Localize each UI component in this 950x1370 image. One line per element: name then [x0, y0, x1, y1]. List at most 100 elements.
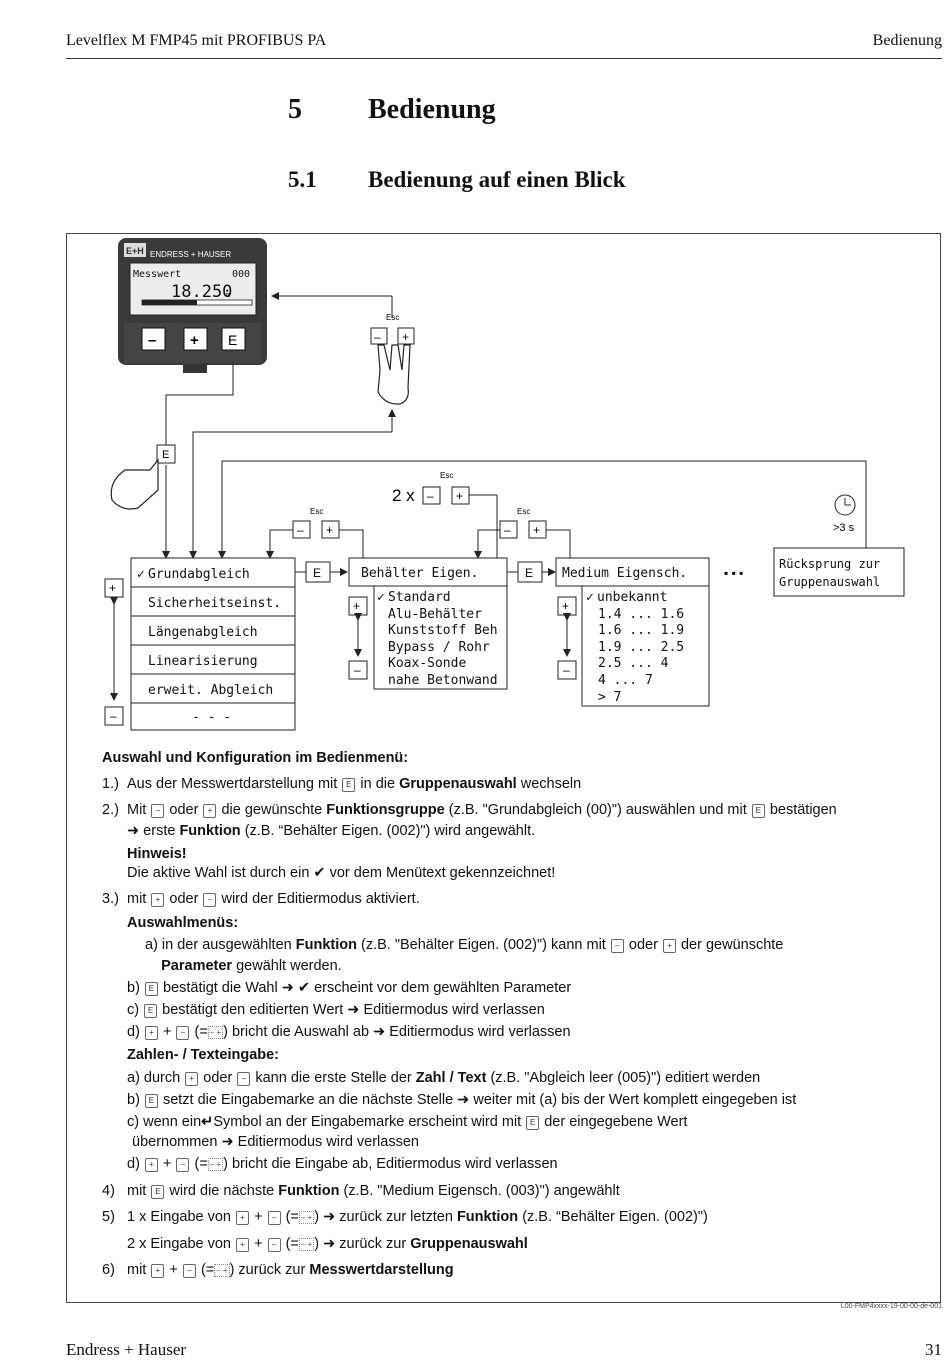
- text-fragment: +: [185, 1072, 199, 1086]
- group-item-linearisierung: Linearisierung: [148, 654, 258, 669]
- medium-key-plus: +: [562, 599, 569, 613]
- text-fragment: in die: [360, 776, 396, 792]
- text-fragment: +: [151, 1264, 165, 1278]
- figure-frame: [66, 233, 941, 1303]
- text-fragment: ) zurück zur: [229, 1262, 306, 1278]
- figure-id: L00-FMP4xxxx-19-00-00-de-001: [840, 1303, 942, 1310]
- text-fragment: (z.B. "Grundabgleich (00)") auswählen un…: [448, 802, 747, 818]
- text-fragment: mit: [126, 891, 147, 907]
- text-fragment: c) wenn ein: [127, 1114, 202, 1130]
- text-fragment: ) bricht die Eingabe ab, Editiermodus wi…: [223, 1156, 558, 1172]
- key-plus-icon: +: [662, 939, 676, 953]
- text-fragment: +: [236, 1211, 250, 1225]
- medium-check: ✓: [586, 590, 594, 605]
- text-fragment: +: [254, 1236, 263, 1252]
- text-fragment: Funktion: [456, 1209, 519, 1225]
- text-fragment: bestätigt die Wahl ➜ ✔ erscheint vor dem…: [162, 980, 572, 996]
- device-key-minus: –: [148, 332, 156, 349]
- text-fragment: Zahl / Text: [415, 1070, 487, 1086]
- text-fragment: b): [127, 980, 140, 996]
- text-fragment: 1.): [102, 776, 119, 792]
- esc-label-2x: Esc: [440, 471, 453, 480]
- text-fragment: übernommen ➜ Editiermodus wird verlassen: [132, 1134, 419, 1150]
- function-title: Behälter Eigen.: [361, 566, 478, 581]
- operation-diagram: E+H ENDRESS + HAUSER Messwert 000 18.250…: [104, 238, 905, 731]
- function-key-plus: +: [353, 599, 360, 613]
- text-fragment: Funktion: [295, 937, 357, 953]
- device-key-e: E: [228, 332, 237, 348]
- text-fragment: (=: [194, 1024, 208, 1040]
- timeout-label: >3 s: [833, 522, 855, 534]
- medium-title: Medium Eigensch.: [562, 566, 687, 581]
- group-menu: ✓ Grundabgleich Sicherheitseinst. Längen…: [130, 557, 296, 731]
- display-unit: m: [226, 291, 230, 299]
- text-fragment: d): [127, 1024, 140, 1040]
- key-e-icon: E: [342, 778, 356, 792]
- text-fragment: (=: [200, 1262, 215, 1278]
- text-fragment: wird die nächste: [169, 1183, 275, 1199]
- function-option-2: Kunststoff Beh: [388, 623, 498, 638]
- text-fragment: Gruppenauswahl: [410, 1236, 528, 1252]
- text-fragment: +: [162, 1156, 172, 1172]
- text-fragment: E: [151, 1185, 165, 1199]
- text-fragment: (z.B. "Behälter Eigen. (002)") kann mit: [361, 937, 606, 953]
- hinweis: Hinweis!: [127, 846, 187, 862]
- group-item-sicherheit: Sicherheitseinst.: [148, 596, 281, 611]
- footer-company: Endress + Hauser: [66, 1340, 187, 1359]
- key-minus-icon: –: [610, 939, 624, 953]
- esc-key-plus-right: +: [533, 523, 540, 537]
- display-value: 18.250: [171, 282, 232, 302]
- device-key-plus: +: [190, 332, 199, 349]
- text-fragment: (z.B. "Medium Eigensch. (003)") angewähl…: [343, 1183, 620, 1199]
- enter-key-function: E: [525, 566, 533, 580]
- text-fragment: a) durch: [127, 1070, 181, 1086]
- text-fragment: 3.): [102, 891, 119, 907]
- text-fragment: ) ➜ zurück zur: [314, 1236, 407, 1252]
- return-line-1: Rücksprung zur: [779, 557, 880, 571]
- text-fragment: c): [127, 1002, 140, 1018]
- hand-two-fingers-icon: [377, 344, 411, 405]
- text-fragment: der gewünschte: [680, 937, 784, 953]
- text-fragment: 4): [102, 1183, 115, 1199]
- chapter-number: 5: [288, 94, 302, 125]
- esc-label-right: Esc: [517, 507, 530, 516]
- esc-key-minus-2x: –: [427, 489, 434, 503]
- text-fragment: (z.B. "Abgleich leer (005)") editiert we…: [490, 1070, 761, 1086]
- text-fragment: ➜ erste: [127, 823, 176, 839]
- text-fragment: +: [144, 1026, 158, 1040]
- group-key-plus: +: [109, 581, 116, 595]
- section-number: 5.1: [288, 167, 317, 192]
- text-fragment: Gruppenauswahl: [399, 776, 517, 792]
- text-fragment: +: [169, 1262, 178, 1278]
- zahlen-texteingabe: Zahlen- / Texteingabe:: [127, 1047, 280, 1063]
- text-fragment: Funktionsgruppe: [326, 802, 445, 818]
- medium-option-2: 1.6 ... 1.9: [598, 623, 684, 638]
- function-option-1: Alu-Behälter: [388, 607, 482, 622]
- function-key-minus: –: [354, 663, 361, 677]
- text-fragment: ) bricht die Auswahl ab ➜ Editiermodus w…: [223, 1024, 571, 1040]
- esc-keys-icon: – +: [207, 1026, 224, 1039]
- key-plus-icon: +: [203, 804, 217, 818]
- text-fragment: die gewünschte: [221, 802, 323, 818]
- text-fragment: setzt die Eingabemarke an die nächste St…: [162, 1092, 797, 1108]
- text-fragment: – +: [207, 1158, 224, 1171]
- text-fragment: mit: [127, 1262, 147, 1278]
- page-number: 31: [925, 1340, 942, 1359]
- esc-key-plus-left: +: [326, 523, 333, 537]
- esc-label-left: Esc: [310, 507, 323, 516]
- text-fragment: d): [127, 1156, 140, 1172]
- esc-key-plus-top: +: [402, 330, 409, 344]
- text-fragment: +: [254, 1209, 263, 1225]
- esc-key-minus-right: –: [504, 523, 511, 537]
- text-fragment: +: [236, 1238, 250, 1252]
- display-label: Messwert: [133, 269, 181, 280]
- text-fragment: Funktion: [278, 1183, 340, 1199]
- medium-box: Medium Eigensch. ✓ unbekannt 1.4 ... 1.6…: [555, 557, 710, 707]
- two-x-label: 2 x: [392, 486, 415, 505]
- text-fragment: –: [176, 1158, 190, 1172]
- display-code: 000: [232, 269, 250, 280]
- text-fragment: (=: [285, 1236, 299, 1252]
- text-fragment: – +: [298, 1238, 315, 1251]
- header-section: Bedienung: [872, 32, 942, 49]
- text-fragment: wechseln: [520, 776, 582, 792]
